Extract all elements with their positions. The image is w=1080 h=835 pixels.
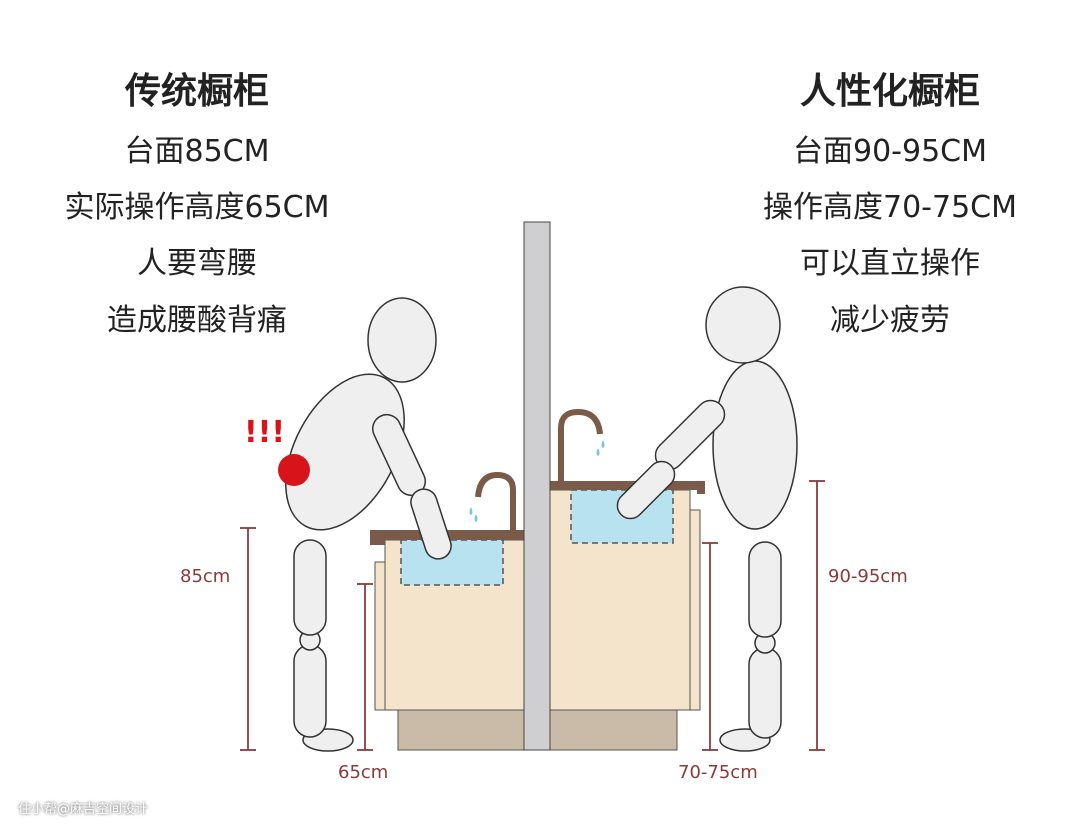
divider-wall (523, 221, 551, 751)
ergonomic-line-2: 操作高度70-75CM (762, 190, 1017, 225)
traditional-line-3: 人要弯腰 (137, 246, 257, 281)
faucet (558, 408, 603, 481)
upright-figure (616, 286, 798, 752)
measure-lines (240, 480, 825, 751)
ergonomic-line-3: 可以直立操作 (800, 246, 980, 281)
operating-height-65: 65cm (338, 762, 389, 783)
traditional-line-1: 台面85CM (124, 134, 270, 169)
operating-height-70-75: 70-75cm (678, 762, 758, 783)
counter-height-90-95: 90-95cm (828, 566, 908, 587)
sink (400, 539, 504, 586)
ergonomic-line-1: 台面90-95CM (792, 134, 987, 169)
watermark: 住小帮@麻吉空间设计 (18, 802, 149, 817)
traditional-cabinet (370, 471, 525, 751)
faucet (475, 471, 516, 530)
bending-figure (285, 297, 452, 752)
counter-height-85: 85cm (180, 566, 231, 587)
traditional-line-4: 造成腰酸背痛 (107, 303, 287, 338)
ergonomic-title: 人性化橱柜 (799, 70, 980, 112)
ergonomic-cabinet (549, 408, 705, 751)
ergonomic-line-4: 减少疲劳 (830, 303, 950, 338)
alert-marks: !!! (244, 415, 286, 450)
back-pain-marker (278, 454, 310, 486)
traditional-line-2: 实际操作高度65CM (64, 190, 330, 225)
traditional-title: 传统橱柜 (124, 70, 269, 112)
